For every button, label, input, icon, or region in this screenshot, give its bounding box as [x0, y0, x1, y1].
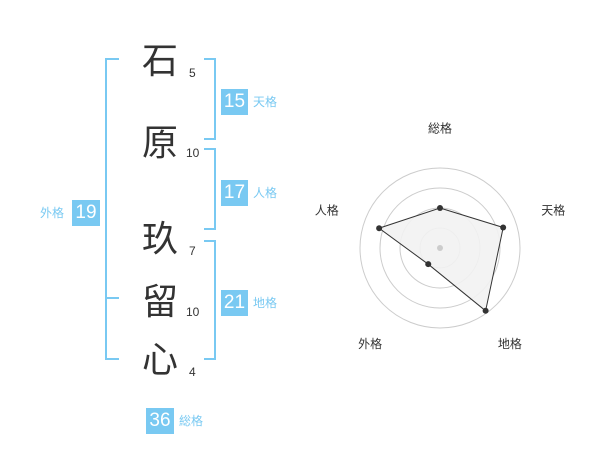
radar-center-dot [437, 245, 443, 251]
radar-axis-label: 天格 [541, 203, 565, 218]
radar-series-area [378, 207, 504, 312]
gaikaku-value-badge: 19 [72, 200, 100, 226]
radar-points [376, 205, 507, 314]
radar-point-1 [437, 205, 443, 211]
name-char-3: 玖 [141, 219, 178, 260]
stroke-count-3: 7 [189, 244, 196, 258]
gaikaku-label: 外格 [40, 206, 65, 220]
chikaku-bracket [204, 240, 216, 360]
stroke-count-1: 5 [189, 66, 196, 80]
name-char-2: 原 [141, 123, 178, 164]
radar-axis-label: 総格 [428, 121, 452, 136]
stroke-count-4: 10 [186, 305, 200, 319]
soukaku-value-badge: 36 [146, 408, 174, 434]
radar-axis-label: 外格 [358, 336, 382, 351]
radar-point-3 [482, 307, 489, 314]
tenkaku-value-badge: 15 [221, 89, 248, 115]
radar-axis-label: 地格 [498, 336, 522, 351]
jinkaku-label: 人格 [253, 186, 278, 200]
stroke-count-5: 4 [189, 365, 196, 379]
radar-point-5 [376, 225, 383, 232]
radar-ring-3 [379, 187, 501, 309]
stroke-count-2: 10 [186, 146, 200, 160]
soukaku-label: 総格 [179, 414, 204, 428]
tenkaku-label: 天格 [253, 95, 278, 109]
radar-point-2 [500, 224, 507, 231]
name-char-5: 心 [141, 340, 178, 381]
radar-axis-label: 人格 [315, 203, 339, 218]
name-char-4: 留 [141, 282, 178, 323]
jinkaku-bracket [204, 148, 216, 230]
jinkaku-value-badge: 17 [221, 180, 248, 206]
radar-ring-4 [359, 167, 521, 329]
gaikaku-bracket-divider [105, 297, 119, 299]
chikaku-value-badge: 21 [221, 290, 248, 316]
tenkaku-bracket [204, 58, 216, 140]
chikaku-label: 地格 [253, 296, 278, 310]
gaikaku-bracket [105, 58, 119, 360]
name-char-1: 石 [141, 41, 178, 82]
radar-point-4 [425, 261, 432, 268]
